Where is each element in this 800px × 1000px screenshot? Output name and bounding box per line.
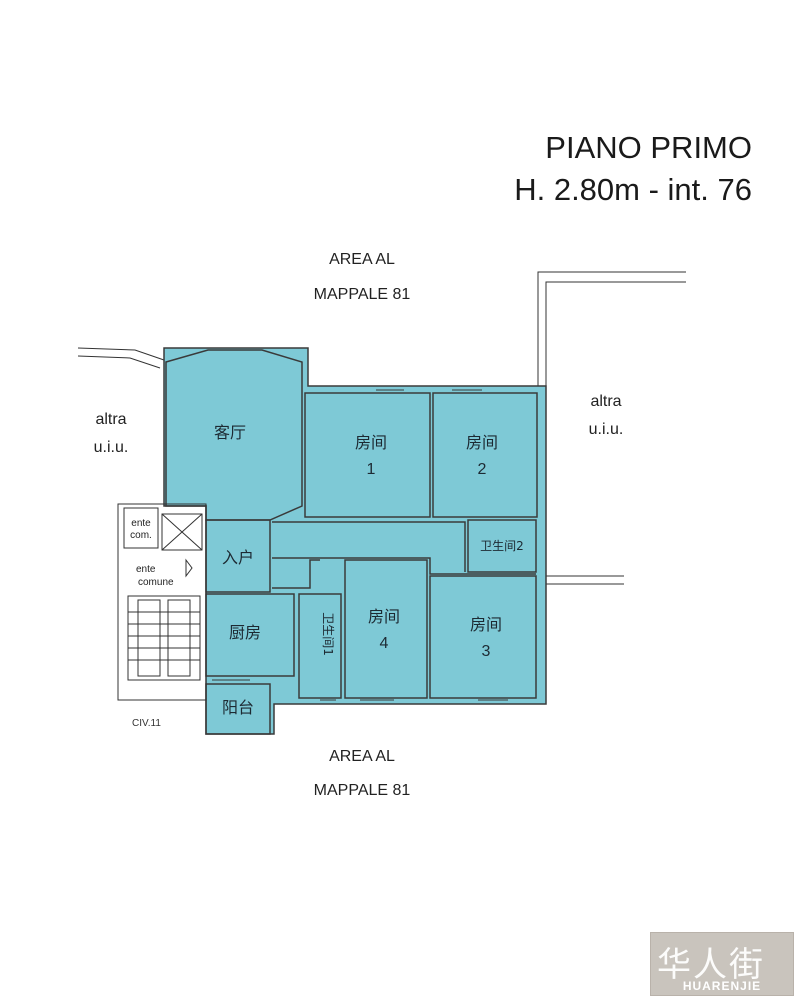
bedroom2-number: 2 xyxy=(478,461,487,478)
neighbor-left-line1: altra xyxy=(95,411,127,428)
closet-wall xyxy=(272,559,320,589)
ente-comune-label-1: ente xyxy=(136,564,156,575)
bath2-outline xyxy=(467,519,537,573)
entrance-label: 入户 xyxy=(222,548,254,567)
plan-title-floor: PIANO PRIMO xyxy=(545,130,752,165)
corridor-wall xyxy=(272,521,466,572)
context-lines xyxy=(77,271,686,585)
bath1-outline xyxy=(298,593,342,699)
bedroom1-outline xyxy=(304,392,431,518)
area-bottom-line1: AREA AL xyxy=(329,748,395,765)
living-room-label: 客厅 xyxy=(214,423,246,442)
area-top-line1: AREA AL xyxy=(329,251,395,268)
kitchen-label: 厨房 xyxy=(229,623,261,642)
living-room-outline xyxy=(165,349,303,521)
bedroom4-outline xyxy=(344,559,428,699)
bedroom4-label: 房间 xyxy=(368,607,400,626)
bedroom3-outline xyxy=(429,575,537,699)
bedroom2-label: 房间 xyxy=(466,433,498,452)
watermark-glyphs: 华人街 xyxy=(657,945,765,985)
neighbor-left-line2: u.i.u. xyxy=(93,439,129,456)
watermark-text: HUARENJIE xyxy=(682,979,762,993)
bedroom3-number: 3 xyxy=(482,643,491,660)
civic-number: CIV.11 xyxy=(132,718,161,729)
balcony-label: 阳台 xyxy=(222,698,254,717)
balcony-outline xyxy=(205,683,271,735)
ente-comune-label-2: comune xyxy=(138,577,174,588)
bedroom3-label: 房间 xyxy=(470,615,502,634)
watermark-logo: 华人街 HUARENJIE xyxy=(650,932,794,996)
bedroom1-number: 1 xyxy=(367,461,376,478)
bath1-label: 卫生间1 xyxy=(321,612,335,656)
bedroom2-outline xyxy=(432,392,538,518)
neighbor-right-line2: u.i.u. xyxy=(588,421,624,438)
bedroom4-number: 4 xyxy=(380,635,389,652)
area-top-line2: MAPPALE 81 xyxy=(313,286,411,303)
bedroom1-label: 房间 xyxy=(355,433,387,452)
ente-com-label-1: ente xyxy=(131,518,151,529)
bath2-label: 卫生间2 xyxy=(480,539,524,553)
corridor-wall-lower xyxy=(272,557,536,575)
ente-com-box xyxy=(123,507,159,549)
neighbor-right-line1: altra xyxy=(590,393,622,410)
stair-block xyxy=(117,503,207,701)
area-bottom-line2: MAPPALE 81 xyxy=(313,782,411,799)
ente-com-label-2: com. xyxy=(130,530,152,541)
windows xyxy=(212,385,508,701)
plan-title-height: H. 2.80m - int. 76 xyxy=(514,172,752,207)
